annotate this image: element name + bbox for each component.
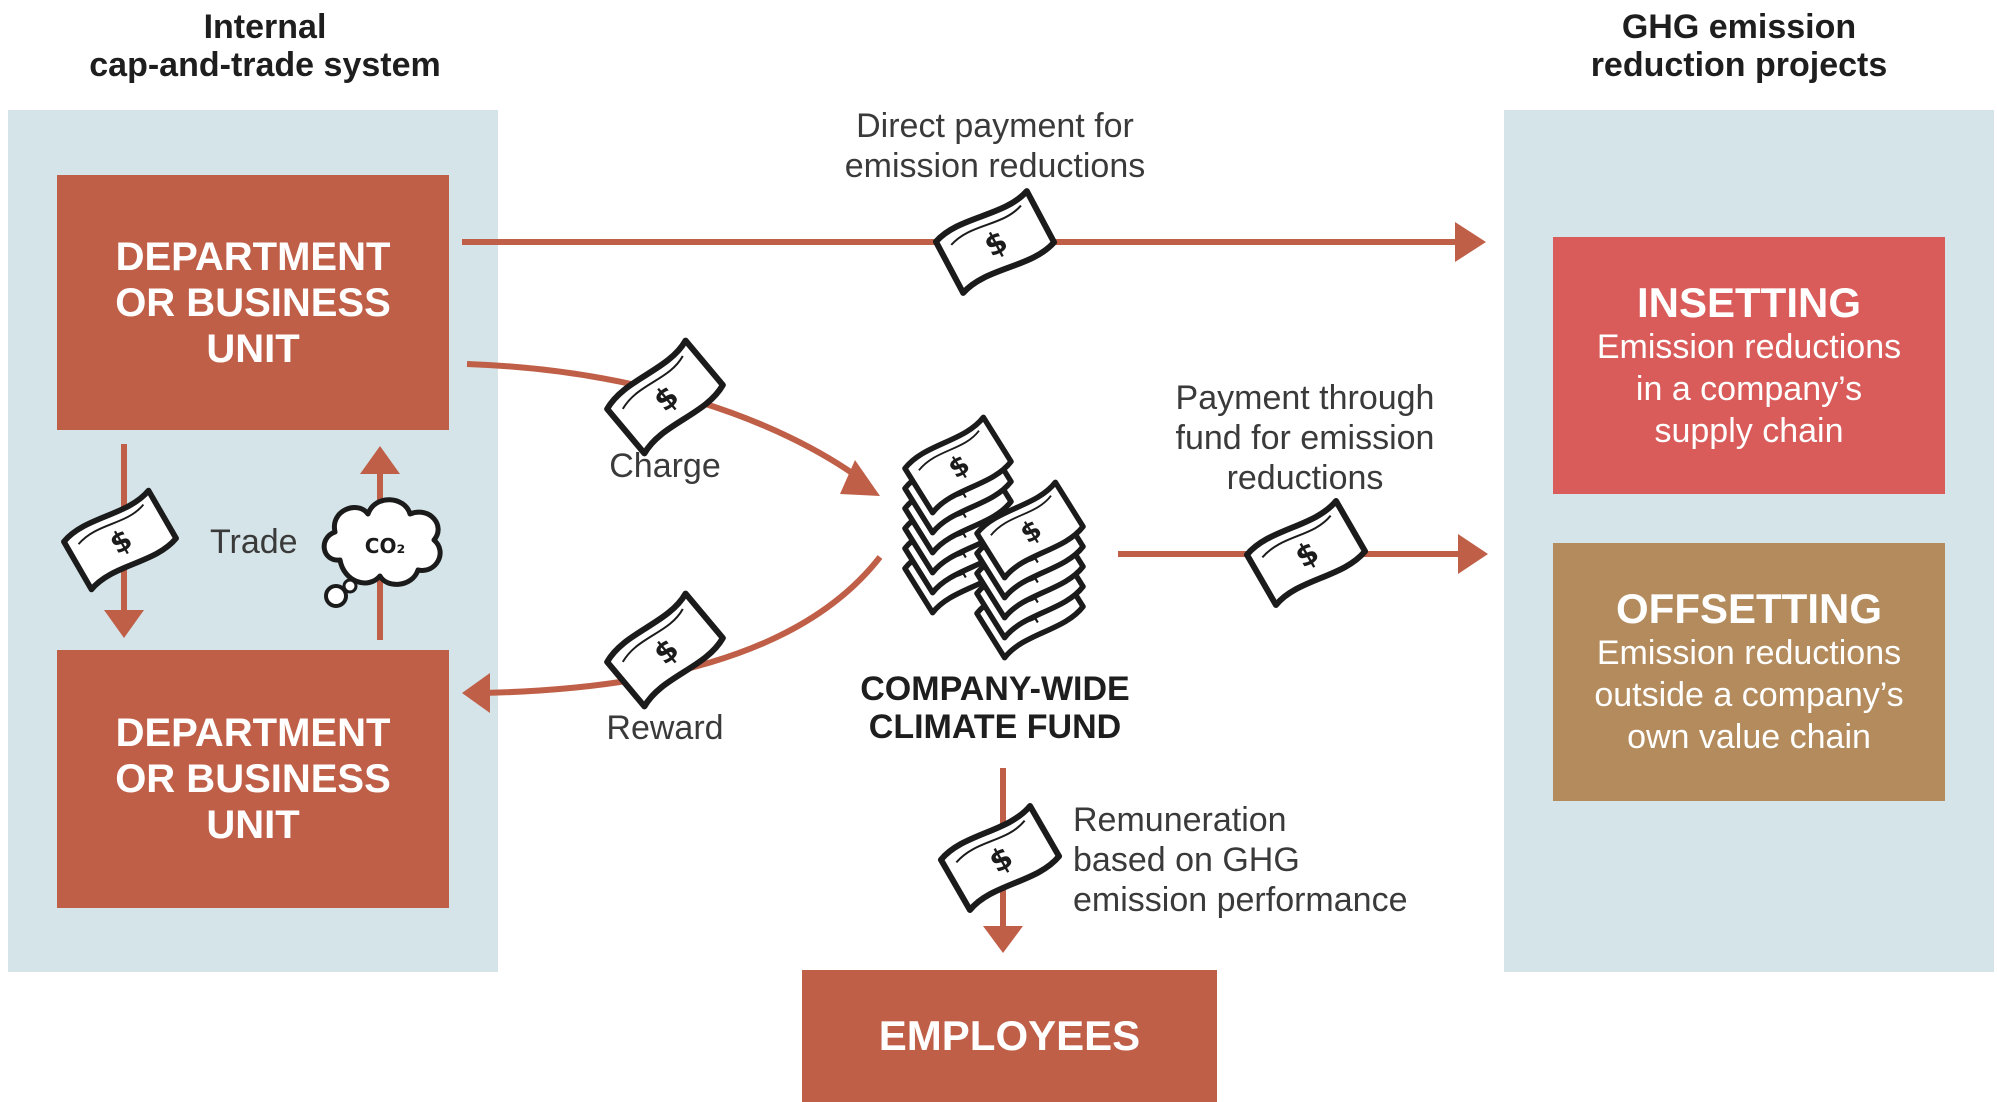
department-unit-bottom: DEPARTMENT OR BUSINESS UNIT bbox=[57, 650, 449, 908]
department-unit-top: DEPARTMENT OR BUSINESS UNIT bbox=[57, 175, 449, 430]
employees-box: EMPLOYEES bbox=[802, 970, 1217, 1102]
offsetting-box: OFFSETTING Emission reductions outside a… bbox=[1553, 543, 1945, 801]
money-stack-icon bbox=[903, 416, 1085, 659]
trade-down-arrowhead bbox=[104, 610, 144, 638]
reward-label: Reward bbox=[606, 709, 724, 747]
insetting-box: INSETTING Emission reductions in a compa… bbox=[1553, 237, 1945, 494]
reward-arrow bbox=[479, 555, 883, 696]
direct-payment-label: Direct payment for emission reductions bbox=[844, 107, 1146, 185]
reward-arrowhead bbox=[462, 673, 490, 713]
charge-arrowhead bbox=[840, 460, 880, 496]
co2-label: CO₂ bbox=[365, 534, 405, 558]
fund-payment-arrowhead bbox=[1458, 534, 1488, 574]
fund-payment-label: Payment through fund for emission reduct… bbox=[1175, 379, 1435, 497]
money-bill-icon bbox=[62, 489, 178, 591]
remuneration-arrowhead bbox=[983, 926, 1023, 953]
reduction-projects-heading: GHG emission reduction projects bbox=[1590, 8, 1888, 84]
charge-label: Charge bbox=[609, 447, 721, 485]
money-bill-icon bbox=[605, 339, 725, 454]
money-bill-icon bbox=[934, 190, 1056, 295]
co2-cloud-icon: CO₂ bbox=[321, 497, 443, 608]
arrowheads bbox=[104, 222, 1488, 953]
direct-payment-arrowhead bbox=[1455, 222, 1486, 262]
remuneration-label: Remuneration based on GHG emission perfo… bbox=[1073, 801, 1408, 919]
money-bill-icon bbox=[605, 592, 725, 707]
trade-label: Trade bbox=[210, 523, 298, 561]
money-bill-icon bbox=[1245, 500, 1367, 607]
climate-fund-label: COMPANY-WIDE CLIMATE FUND bbox=[860, 670, 1130, 746]
internal-system-heading: Internal cap-and-trade system bbox=[89, 8, 441, 84]
trade-up-arrowhead bbox=[360, 446, 400, 474]
